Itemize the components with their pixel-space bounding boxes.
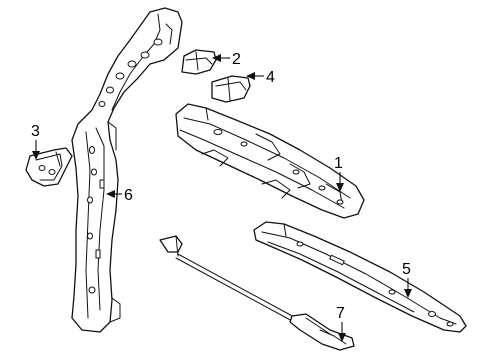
pillar-hole [153,38,163,46]
pillar-hole [88,286,96,294]
pillar-hole [127,60,137,68]
pillar-slot [99,179,105,189]
part-3-bracket [25,147,73,187]
part-1-crossmember [175,103,365,219]
callout-7: 7 [336,305,346,342]
leader-arrow-6 [106,190,115,198]
rail-hole [296,241,304,247]
callout-4: 4 [246,69,275,86]
crossmember-hole [240,141,248,147]
callout-1: 1 [334,155,344,192]
pillar-hole [87,232,93,240]
leader-arrow-3 [32,151,40,160]
callout-number-4: 4 [266,69,275,86]
crossmember-hole [336,199,344,205]
leader-arrow-2 [212,54,221,62]
part-4-clip [211,75,251,103]
callout-5: 5 [402,261,412,298]
pillar-hole [89,146,95,154]
leader-arrow-4 [246,72,255,80]
part-5-lower-rail [253,221,467,333]
bracket-hole [48,169,56,175]
pillar-slot [95,249,101,259]
pillar-hole [87,196,93,204]
rail-slot [329,254,345,266]
callout-2: 2 [212,51,241,68]
callout-number-6: 6 [124,187,133,204]
leader-arrow-5 [404,289,412,298]
part-2-clip [181,49,217,75]
callout-number-3: 3 [31,123,40,140]
leader-arrow-1 [336,183,344,192]
rail-hole [446,321,454,327]
pillar-hole [91,168,97,176]
pillar-hole [106,86,114,94]
callout-number-2: 2 [232,51,241,68]
leader-arrow-7 [338,333,346,342]
pillar-hole [115,72,125,80]
bracket-hole [38,165,46,171]
pillar-hole [98,101,106,107]
crossmember-hole [292,169,300,175]
rail-hole [388,289,396,295]
crossmember-hole [213,129,223,135]
part-7-stay-rod [159,235,355,351]
crossmember-hole [318,185,326,191]
pillar-hole [140,51,150,59]
callout-number-1: 1 [334,155,343,172]
callout-3: 3 [31,123,40,160]
part-6-pillar [71,7,183,333]
callout-6: 6 [106,187,133,204]
callout-number-7: 7 [336,305,345,322]
callout-number-5: 5 [402,261,411,278]
rail-hole [428,311,436,317]
